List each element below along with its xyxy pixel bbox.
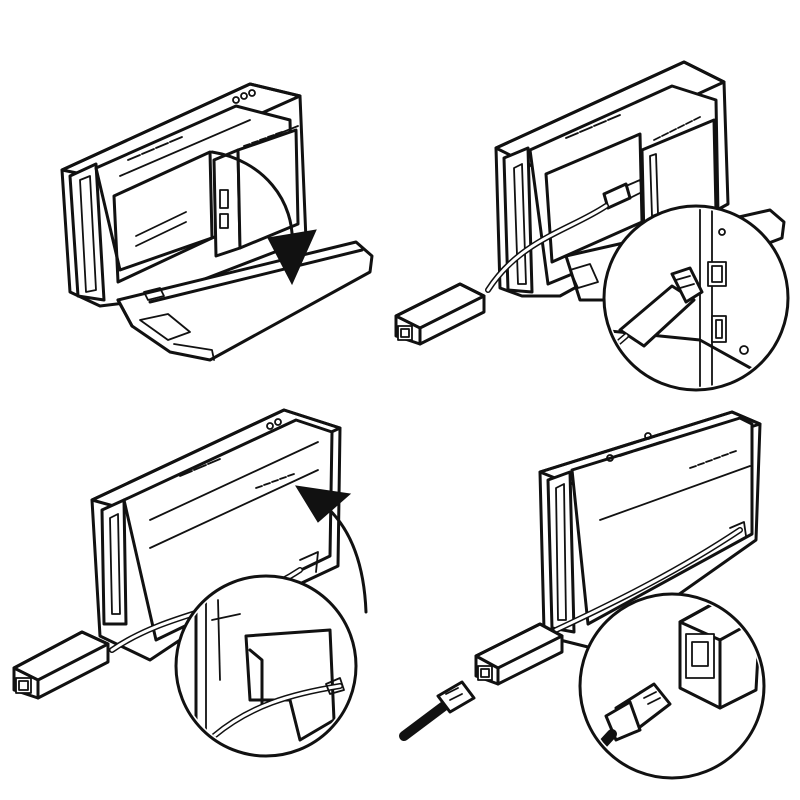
usb-ethernet-adapter [394,179,643,346]
panel-step-2 [394,60,790,392]
zoom-callout-usb-port [602,204,790,392]
curved-arrow-up [295,485,368,614]
panel-step-4 [399,410,766,780]
panel-step-3 [12,408,368,758]
dock-body [60,82,308,308]
panel-step-1 [60,82,374,362]
zoom-callout-cable-routing [174,574,358,758]
curved-arrow-down [210,150,317,286]
dock-body-4 [538,410,762,652]
back-cover-open [116,240,374,362]
ethernet-cable-plug [399,680,476,741]
dock-body-3 [90,408,342,662]
zoom-callout-ethernet-port [578,592,766,780]
usb-ethernet-adapter-4 [474,527,743,686]
